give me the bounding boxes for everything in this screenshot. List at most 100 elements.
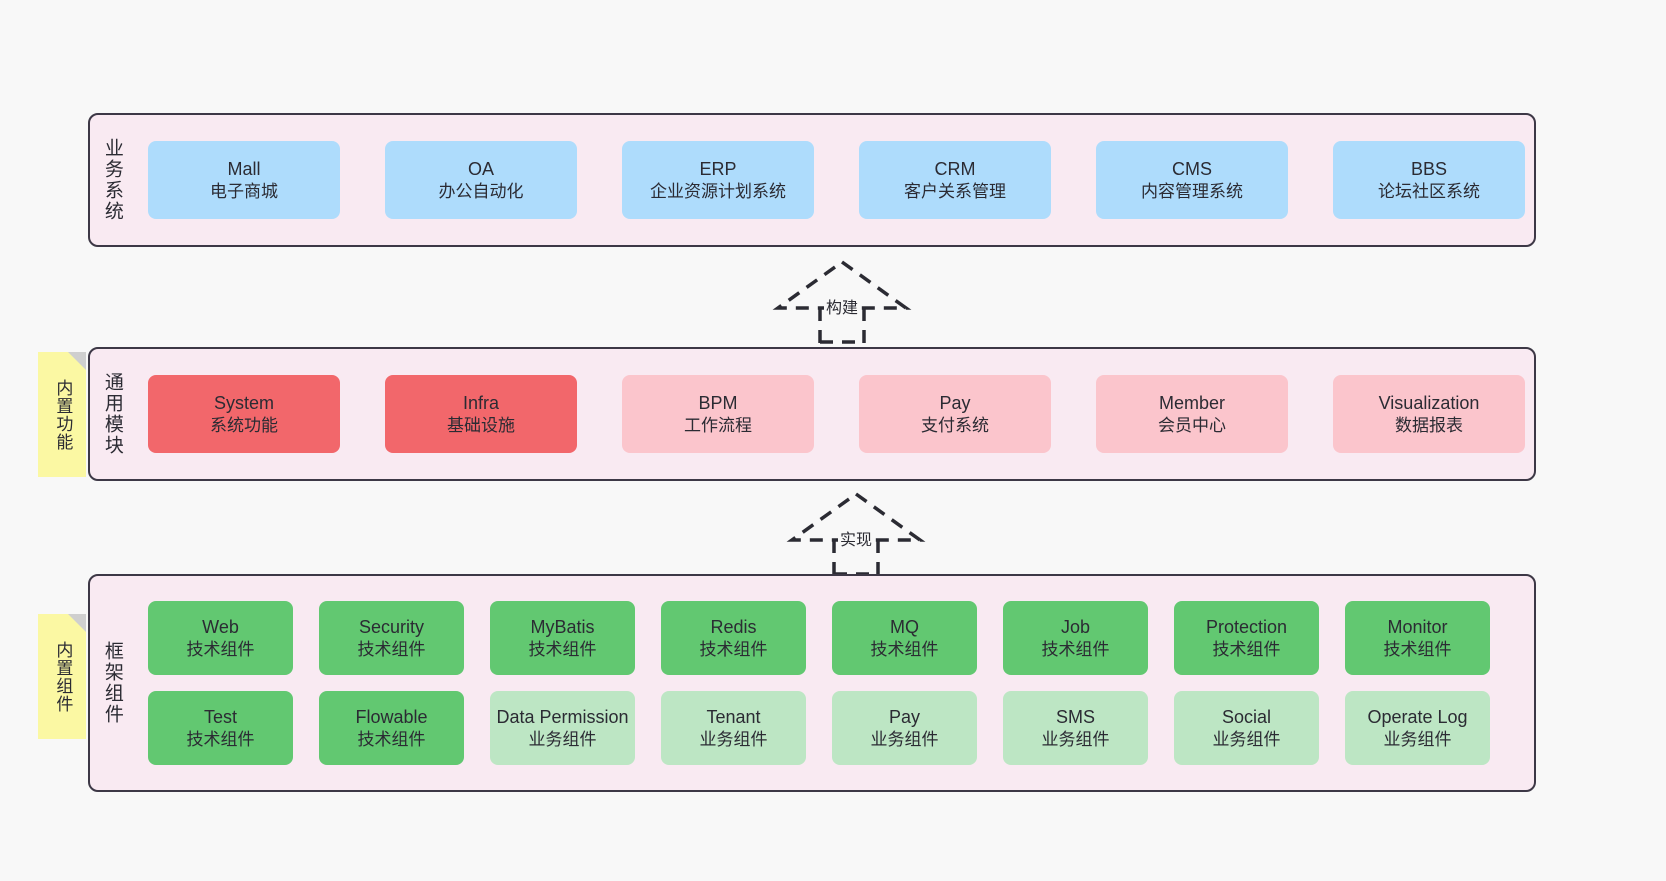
card-data-permission-name: Data Permission (496, 706, 629, 727)
card-pay-component[interactable]: Pay 业务组件 (832, 691, 977, 765)
layer-body-framework: Web 技术组件 Security 技术组件 MyBatis 技术组件 Redi… (134, 576, 1534, 790)
card-operate-log[interactable]: Operate Log 业务组件 (1345, 691, 1490, 765)
card-system-desc: 系统功能 (210, 415, 278, 435)
card-protection-name: Protection (1205, 616, 1288, 637)
card-mq-desc: 技术组件 (870, 639, 939, 659)
card-security-desc: 技术组件 (357, 639, 426, 659)
card-pay-module[interactable]: Pay 支付系统 (859, 375, 1051, 453)
card-mall[interactable]: Mall 电子商城 (148, 141, 340, 219)
card-sms-desc: 业务组件 (1041, 729, 1110, 749)
card-system-name: System (213, 392, 274, 413)
card-member[interactable]: Member 会员中心 (1096, 375, 1288, 453)
card-cms[interactable]: CMS 内容管理系统 (1096, 141, 1288, 219)
card-social-name: Social (1221, 706, 1272, 727)
layer-framework-components: 框架组件 Web 技术组件 Security 技术组件 MyBatis 技术组件… (88, 574, 1536, 792)
framework-tech-row: Web 技术组件 Security 技术组件 MyBatis 技术组件 Redi… (148, 601, 1520, 675)
card-pay-component-desc: 业务组件 (870, 729, 939, 749)
card-mq[interactable]: MQ 技术组件 (832, 601, 977, 675)
card-visualization[interactable]: Visualization 数据报表 (1333, 375, 1525, 453)
card-security[interactable]: Security 技术组件 (319, 601, 464, 675)
business-systems-row: Mall 电子商城 OA 办公自动化 ERP 企业资源计划系统 CRM 客户关系… (148, 141, 1525, 219)
card-pay-module-desc: 支付系统 (921, 415, 989, 435)
card-tenant[interactable]: Tenant 业务组件 (661, 691, 806, 765)
card-cms-name: CMS (1172, 158, 1212, 179)
card-redis[interactable]: Redis 技术组件 (661, 601, 806, 675)
framework-biz-row: Test 技术组件 Flowable 技术组件 Data Permission … (148, 691, 1520, 765)
card-monitor-name: Monitor (1387, 616, 1448, 637)
card-data-permission-desc: 业务组件 (528, 729, 597, 749)
card-tenant-name: Tenant (706, 706, 761, 727)
card-bpm[interactable]: BPM 工作流程 (622, 375, 814, 453)
note-fold-icon (68, 614, 86, 632)
layer-title-business: 业务系统 (101, 138, 123, 222)
card-crm[interactable]: CRM 客户关系管理 (859, 141, 1051, 219)
note-builtin-function-label: 内置功能 (53, 378, 73, 451)
card-operate-log-desc: 业务组件 (1383, 729, 1452, 749)
card-job[interactable]: Job 技术组件 (1003, 601, 1148, 675)
card-bbs-desc: 论坛社区系统 (1378, 181, 1480, 201)
common-modules-row: System 系统功能 Infra 基础设施 BPM 工作流程 Pay 支付系统… (148, 375, 1525, 453)
card-pay-component-name: Pay (888, 706, 921, 727)
card-web[interactable]: Web 技术组件 (148, 601, 293, 675)
card-bbs[interactable]: BBS 论坛社区系统 (1333, 141, 1525, 219)
card-infra-name: Infra (462, 392, 500, 413)
connector-implement-label: 实现 (837, 526, 875, 550)
card-cms-desc: 内容管理系统 (1141, 181, 1243, 201)
card-bpm-desc: 工作流程 (684, 415, 752, 435)
card-erp-desc: 企业资源计划系统 (650, 181, 786, 201)
card-test-name: Test (203, 706, 237, 727)
card-oa[interactable]: OA 办公自动化 (385, 141, 577, 219)
card-monitor-desc: 技术组件 (1383, 639, 1452, 659)
card-crm-desc: 客户关系管理 (904, 181, 1006, 201)
card-job-name: Job (1060, 616, 1091, 637)
card-erp[interactable]: ERP 企业资源计划系统 (622, 141, 814, 219)
card-protection-desc: 技术组件 (1212, 639, 1281, 659)
card-tenant-desc: 业务组件 (699, 729, 768, 749)
card-flowable[interactable]: Flowable 技术组件 (319, 691, 464, 765)
card-bbs-name: BBS (1410, 158, 1448, 179)
card-sms[interactable]: SMS 业务组件 (1003, 691, 1148, 765)
card-web-name: Web (202, 616, 239, 637)
layer-body-modules: System 系统功能 Infra 基础设施 BPM 工作流程 Pay 支付系统… (134, 349, 1539, 479)
card-data-permission[interactable]: Data Permission 业务组件 (490, 691, 635, 765)
card-mybatis[interactable]: MyBatis 技术组件 (490, 601, 635, 675)
card-visualization-name: Visualization (1378, 392, 1480, 413)
connector-implement: 实现 (770, 490, 942, 576)
note-builtin-component-label: 内置组件 (53, 640, 73, 713)
card-mybatis-desc: 技术组件 (528, 639, 597, 659)
card-mybatis-name: MyBatis (530, 616, 595, 637)
card-oa-name: OA (467, 158, 494, 179)
note-fold-icon (68, 352, 86, 370)
connector-build-label: 构建 (823, 294, 861, 318)
card-test[interactable]: Test 技术组件 (148, 691, 293, 765)
layer-business-systems: 业务系统 Mall 电子商城 OA 办公自动化 ERP 企业资源计划系统 CRM… (88, 113, 1536, 247)
card-web-desc: 技术组件 (186, 639, 255, 659)
card-operate-log-name: Operate Log (1367, 706, 1468, 727)
note-builtin-component: 内置组件 (38, 614, 86, 739)
card-job-desc: 技术组件 (1041, 639, 1110, 659)
layer-body-business: Mall 电子商城 OA 办公自动化 ERP 企业资源计划系统 CRM 客户关系… (134, 115, 1539, 245)
card-mall-name: Mall (227, 158, 261, 179)
card-member-name: Member (1158, 392, 1225, 413)
card-member-desc: 会员中心 (1158, 415, 1226, 435)
card-redis-name: Redis (710, 616, 757, 637)
layer-title-modules: 通用模块 (101, 372, 123, 456)
card-crm-name: CRM (934, 158, 976, 179)
card-bpm-name: BPM (698, 392, 738, 413)
card-monitor[interactable]: Monitor 技术组件 (1345, 601, 1490, 675)
card-infra[interactable]: Infra 基础设施 (385, 375, 577, 453)
card-pay-module-name: Pay (939, 392, 971, 413)
card-visualization-desc: 数据报表 (1395, 415, 1463, 435)
card-social[interactable]: Social 业务组件 (1174, 691, 1319, 765)
card-mall-desc: 电子商城 (210, 181, 278, 201)
card-system[interactable]: System 系统功能 (148, 375, 340, 453)
note-builtin-function: 内置功能 (38, 352, 86, 477)
layer-common-modules: 通用模块 System 系统功能 Infra 基础设施 BPM 工作流程 Pay… (88, 347, 1536, 481)
card-protection[interactable]: Protection 技术组件 (1174, 601, 1319, 675)
card-mq-name: MQ (890, 616, 919, 637)
connector-build: 构建 (756, 258, 928, 344)
card-security-name: Security (358, 616, 425, 637)
card-flowable-desc: 技术组件 (357, 729, 426, 749)
layer-title-framework: 框架组件 (101, 641, 123, 725)
